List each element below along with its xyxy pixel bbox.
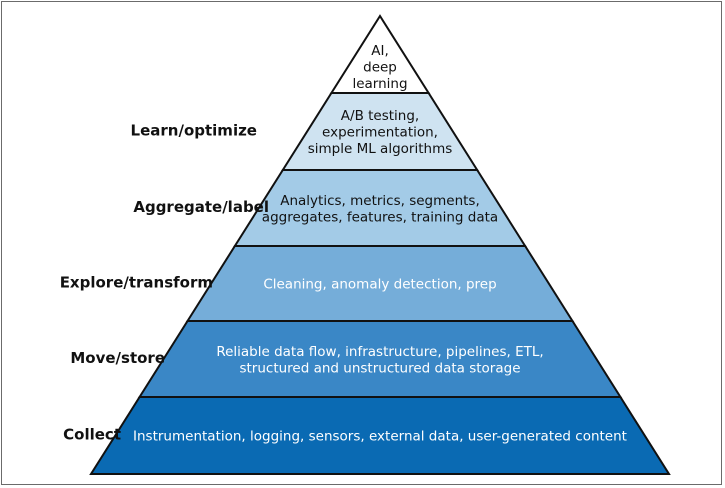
- tier-3-line-0: Cleaning, anomaly detection, prep: [263, 277, 496, 293]
- tier-1-line-1: experimentation,: [322, 125, 438, 141]
- pyramid-tier-5: [89, 396, 671, 475]
- tier-0-line-1: deep: [363, 60, 397, 76]
- tier-0-line-2: learning: [352, 76, 407, 92]
- side-label-5: Collect: [63, 426, 121, 444]
- side-label-3: Explore/transform: [60, 274, 213, 292]
- side-label-2: Aggregate/label: [133, 198, 269, 216]
- tier-0-line-0: AI,: [371, 43, 389, 59]
- tier-2-line-0: Analytics, metrics, segments,: [280, 193, 480, 209]
- tier-2-line-1: aggregates, features, training data: [262, 209, 498, 225]
- side-label-4: Move/store: [70, 349, 165, 367]
- tier-1-line-0: A/B testing,: [341, 108, 419, 124]
- tier-4-line-1: structured and unstructured data storage: [239, 360, 520, 376]
- tier-5-line-0: Instrumentation, logging, sensors, exter…: [133, 429, 627, 445]
- side-label-1: Learn/optimize: [131, 122, 257, 140]
- tier-4-line-0: Reliable data flow, infrastructure, pipe…: [216, 344, 543, 360]
- tier-1-line-2: simple ML algorithms: [308, 141, 453, 157]
